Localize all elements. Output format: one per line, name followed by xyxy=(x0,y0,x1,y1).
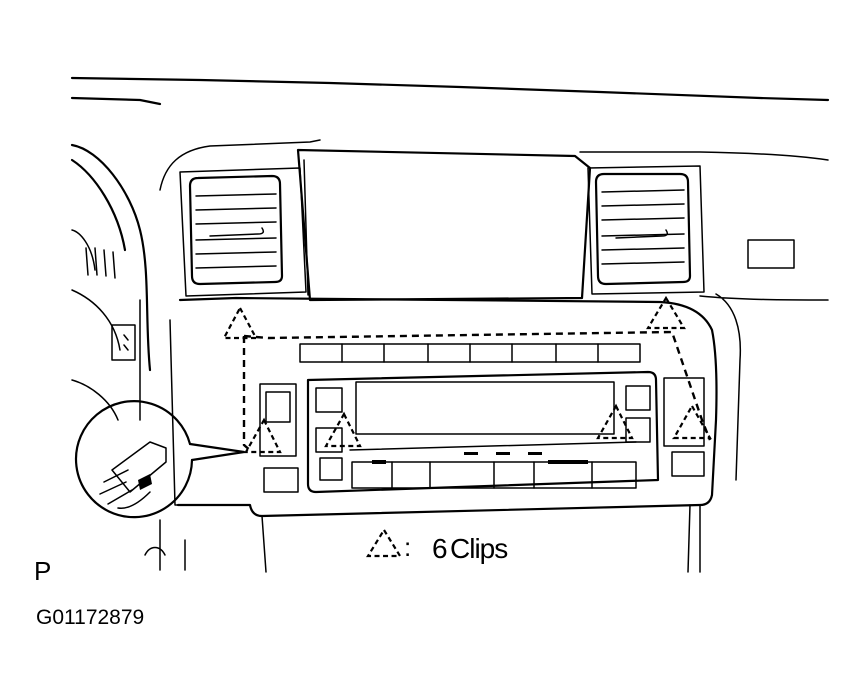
right-air-vent xyxy=(587,165,705,295)
center-display-housing xyxy=(296,148,592,302)
legend-label: Clips xyxy=(450,533,507,564)
right-switch-column xyxy=(663,377,705,477)
clip-marker-upper-left xyxy=(222,305,258,340)
clip-marker-upper-right xyxy=(646,295,686,330)
corner-label: P xyxy=(34,556,51,586)
dashboard-right-contour xyxy=(699,293,829,481)
dash-switch xyxy=(747,239,795,269)
clip-marker-mid-left xyxy=(244,417,282,454)
clip-marker-right xyxy=(672,403,712,440)
center-panel-bezel xyxy=(169,296,718,573)
clip-markers xyxy=(222,295,712,454)
legend: : 6 Clips xyxy=(366,527,508,564)
steering-wheel-area xyxy=(70,143,186,571)
legend-clip-symbol-icon xyxy=(366,527,402,558)
left-switch-column xyxy=(259,383,299,493)
clip-marker-center-right xyxy=(596,403,634,440)
audio-climate-unit xyxy=(306,370,660,494)
clip-marker-center-left xyxy=(324,411,362,448)
legend-colon: : xyxy=(404,532,411,562)
dashboard-top-edge xyxy=(70,76,830,191)
left-air-vent xyxy=(179,167,307,297)
detail-callout xyxy=(74,400,246,519)
legend-count: 6 xyxy=(432,533,448,564)
figure-id: G01172879 xyxy=(36,606,144,629)
upper-button-strip xyxy=(299,343,641,363)
